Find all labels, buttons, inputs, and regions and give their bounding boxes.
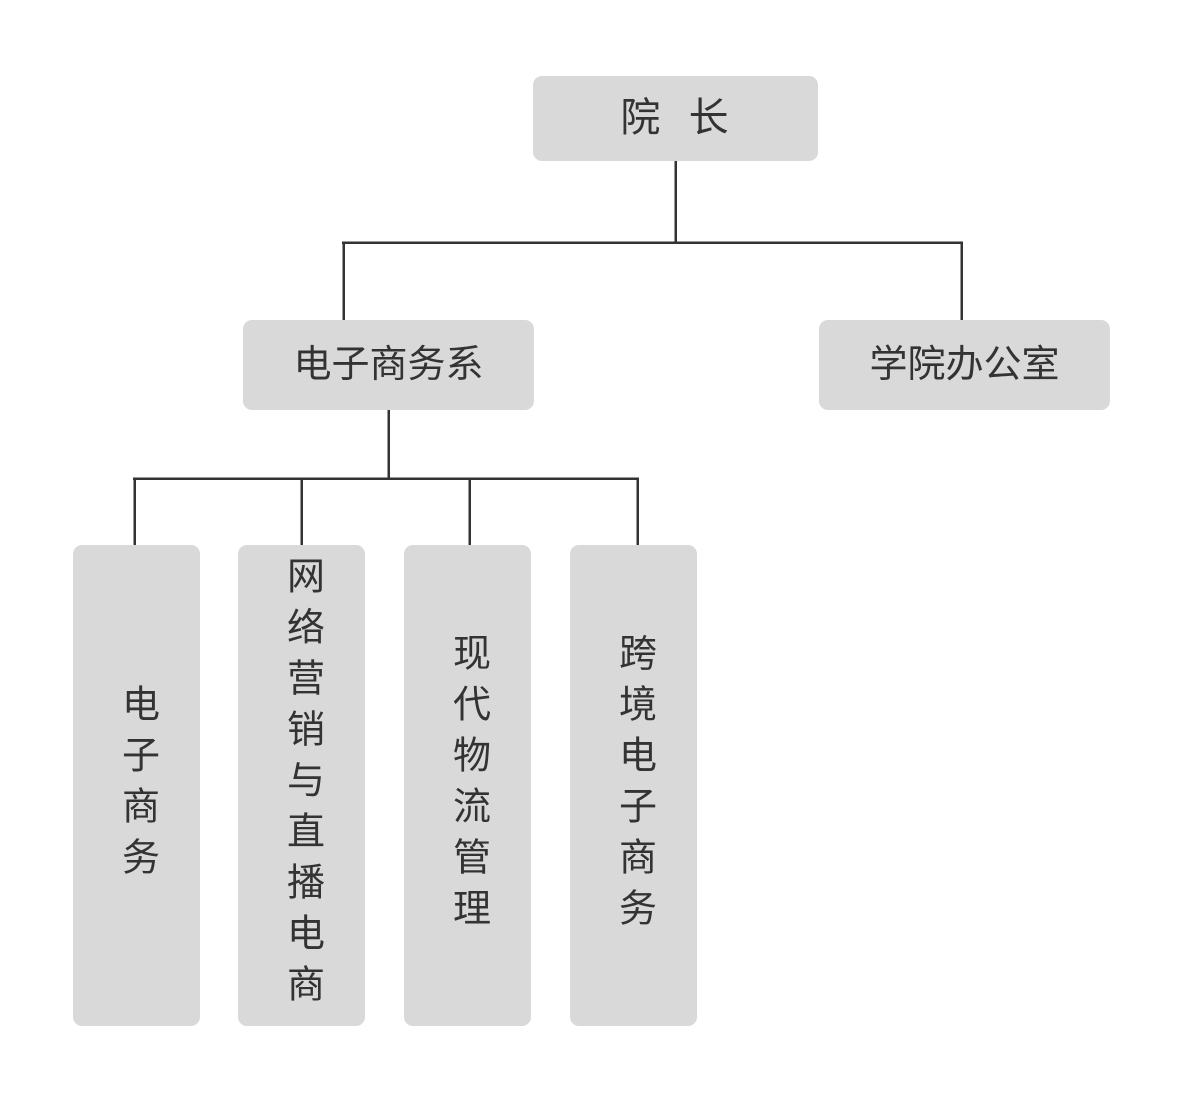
node-major-online-marketing-livestream-label: 网络营销与直播电商 [280,556,323,1015]
node-dean[interactable]: 院 长 [533,76,818,161]
node-college-office[interactable]: 学院办公室 [819,320,1110,410]
node-major-cross-border-ecommerce[interactable]: 跨境电子商务 [570,545,697,1026]
node-major-ecommerce[interactable]: 电子商务 [73,545,200,1026]
node-major-modern-logistics-management[interactable]: 现代物流管理 [404,545,531,1026]
node-major-ecommerce-label: 电子商务 [115,683,158,888]
node-major-modern-logistics-management-label: 现代物流管理 [446,632,489,939]
node-ecommerce-department[interactable]: 电子商务系 [243,320,534,410]
node-major-online-marketing-livestream[interactable]: 网络营销与直播电商 [238,545,365,1026]
node-major-cross-border-ecommerce-label: 跨境电子商务 [612,632,655,939]
node-dean-label: 院 长 [620,96,731,141]
node-ecommerce-department-label: 电子商务系 [293,343,484,386]
node-college-office-label: 学院办公室 [869,343,1060,386]
